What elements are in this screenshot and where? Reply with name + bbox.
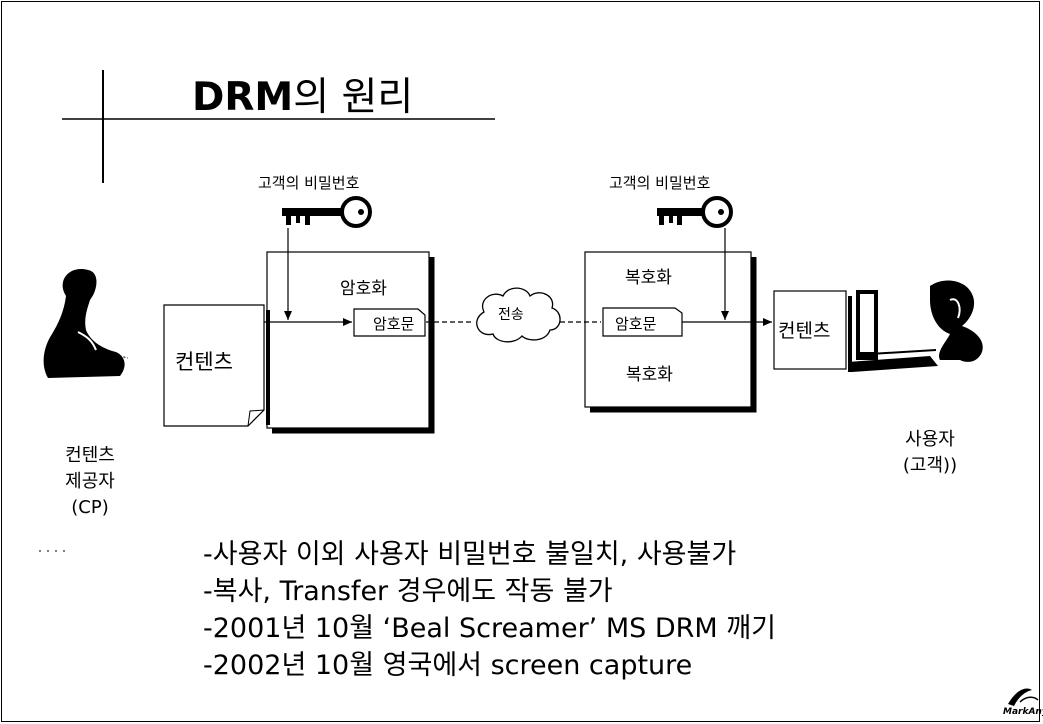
user-label-line: 사용자 <box>905 429 955 450</box>
decor-dots <box>39 550 65 552</box>
key-icon <box>282 196 372 228</box>
person-icon <box>930 280 983 362</box>
computer-icon <box>848 290 938 372</box>
encrypt-box <box>266 251 435 434</box>
flow-lines <box>264 228 772 326</box>
decrypt-label-bottom: 복호화 <box>626 365 673 385</box>
content-right-label: 컨텐츠 <box>778 320 831 342</box>
title-rest: 의 원리 <box>293 75 414 120</box>
person-icon <box>43 269 129 378</box>
left-key-label: 고객의 비밀번호 <box>258 174 360 192</box>
decrypt-label-top: 복호화 <box>625 268 672 288</box>
bullet-list: -사용자 이외 사용자 비밀번호 불일치, 사용불가 -복사, Transfer… <box>203 536 776 684</box>
bullet-item: -사용자 이외 사용자 비밀번호 불일치, 사용불가 <box>203 539 737 570</box>
logo-icon <box>1008 688 1039 706</box>
logo-text: MarkAny <box>1003 707 1043 717</box>
bullet-item: -복사, Transfer 경우에도 작동 불가 <box>203 576 613 607</box>
bullet-item: -2001년 10월 ‘Beal Screamer’ MS DRM 깨기 <box>203 613 776 644</box>
key-icon <box>657 196 733 228</box>
ciphertext-right-box <box>602 307 683 337</box>
provider-label-line: (CP) <box>71 497 109 518</box>
right-key-label: 고객의 비밀번호 <box>609 174 711 192</box>
ciphertext-right-label: 암호문 <box>615 315 657 333</box>
provider-label-line: 컨텐츠 <box>65 445 115 466</box>
document-icon <box>163 304 270 427</box>
user-label: 사용자 (고객)) <box>880 427 980 479</box>
slide-title: DRM의 원리 <box>192 66 413 122</box>
provider-label-line: 제공자 <box>65 471 115 492</box>
provider-label: 컨텐츠 제공자 (CP) <box>40 443 140 521</box>
title-bold: DRM <box>192 75 294 120</box>
transmit-label: 전송 <box>498 307 524 323</box>
encrypt-label: 암호화 <box>340 279 387 299</box>
user-label-line: (고객)) <box>902 455 958 476</box>
cloud-icon <box>476 287 561 343</box>
content-right-box <box>773 290 852 372</box>
content-left-label: 컨텐츠 <box>175 350 233 374</box>
bullet-item: -2002년 10월 영국에서 screen capture <box>203 650 693 681</box>
ciphertext-left-label: 암호문 <box>373 315 415 333</box>
ciphertext-left-box <box>353 308 426 337</box>
title-cross-lines <box>62 70 495 183</box>
